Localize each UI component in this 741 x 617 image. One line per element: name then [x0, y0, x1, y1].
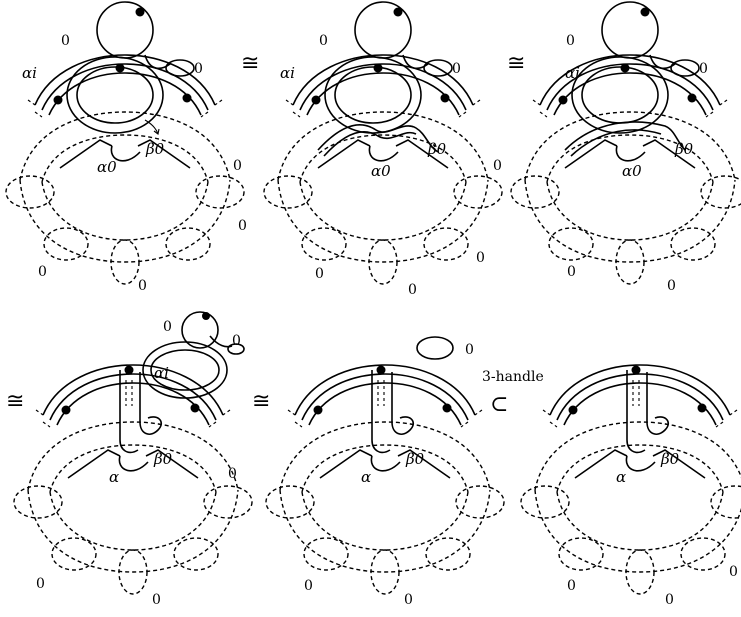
label-alpha: α: [109, 468, 119, 486]
panel-4: 0 β0 α 0 0: [13, 364, 253, 608]
label-beta-0: β0: [427, 140, 447, 158]
label-zero: 0: [315, 266, 324, 282]
label-zero: 0: [319, 33, 328, 49]
subset-symbol: ⊂: [490, 392, 508, 417]
label-beta-0: β0: [674, 140, 694, 158]
label-zero: 0: [232, 333, 241, 349]
label-beta-0: β0: [405, 450, 425, 468]
label-zero: 0: [38, 264, 47, 280]
panel-5: β0 α 0 0: [265, 364, 505, 608]
label-zero: 0: [152, 592, 161, 608]
label-zero: 0: [238, 218, 247, 234]
unknot-component: [416, 336, 454, 360]
label-alpha-i: αi: [565, 64, 580, 82]
label-alpha-i: αi: [22, 64, 37, 82]
label-zero: 0: [667, 278, 676, 294]
label-zero: 0: [138, 278, 147, 294]
three-handle-label: 3-handle: [482, 369, 544, 385]
panel-3: 0 0 αi β0 α0 0 0: [510, 1, 741, 294]
panel-6: β0 α 0 0 0: [520, 364, 741, 608]
label-zero: 0: [194, 61, 203, 77]
label-zero: 0: [228, 466, 237, 482]
diffeo-symbol: ≅: [241, 51, 259, 76]
arrow-head: [153, 128, 160, 135]
label-beta-0: β0: [153, 450, 173, 468]
label-zero: 0: [408, 282, 417, 298]
label-zero: 0: [567, 578, 576, 594]
label-alpha-0: α0: [371, 162, 391, 180]
panel-1: 0 0 αi β0 α0 0 0 0 0: [5, 1, 247, 294]
label-zero: 0: [665, 592, 674, 608]
label-zero: 0: [566, 33, 575, 49]
diffeo-symbol: ≅: [252, 389, 270, 414]
label-zero: 0: [36, 576, 45, 592]
label-zero: 0: [729, 564, 738, 580]
panel-2: 0 0 αi β0 α0 0 0 0 0: [263, 1, 503, 298]
label-zero: 0: [452, 61, 461, 77]
label-zero: 0: [699, 61, 708, 77]
label-zero: 0: [163, 319, 172, 335]
label-zero: 0: [465, 342, 474, 358]
diffeo-symbol: ≅: [507, 51, 525, 76]
label-alpha-i: αi: [280, 64, 295, 82]
diffeo-symbol: ≅: [6, 389, 24, 414]
label-alpha-0: α0: [622, 162, 642, 180]
arrow-curve: [144, 119, 159, 135]
label-zero: 0: [233, 158, 242, 174]
label-zero: 0: [476, 250, 485, 266]
label-zero: 0: [61, 33, 70, 49]
alpha-i-component: 0 0 αi: [142, 311, 245, 399]
label-beta-0: β0: [660, 450, 680, 468]
label-alpha-0: α0: [97, 158, 117, 176]
label-beta-0: β0: [145, 140, 165, 158]
label-alpha: α: [616, 468, 626, 486]
label-zero: 0: [493, 158, 502, 174]
label-zero: 0: [404, 592, 413, 608]
label-zero: 0: [567, 264, 576, 280]
label-zero: 0: [304, 578, 313, 594]
label-alpha-i: αi: [154, 364, 169, 382]
label-alpha: α: [361, 468, 371, 486]
